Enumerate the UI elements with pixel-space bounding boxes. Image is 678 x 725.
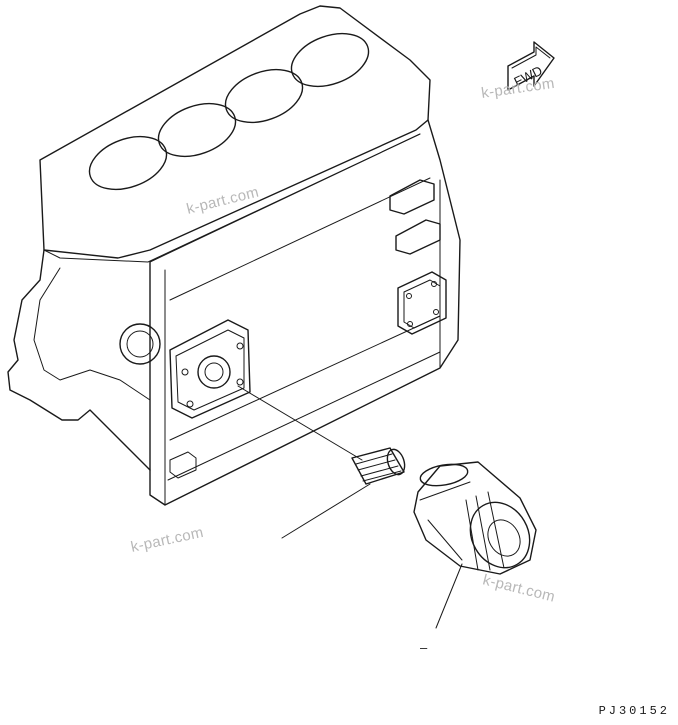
side-cover-plate	[397, 271, 447, 335]
engine-block	[7, 5, 461, 506]
cylinder-bore-3	[224, 68, 304, 124]
callout-label-filter: –	[420, 640, 428, 655]
watermark: k-part.com	[185, 184, 261, 218]
watermark: k-part.com	[129, 524, 205, 556]
cylinder-bore-2	[157, 102, 237, 158]
threaded-connector	[351, 447, 406, 485]
drawing-code: PJ30152	[598, 704, 670, 718]
assembly-leader-line	[237, 385, 363, 461]
watermark: k-part.com	[481, 571, 557, 605]
filter-mount-pad	[169, 319, 251, 419]
front-seal-boss	[119, 323, 161, 365]
cylinder-bore-1	[88, 135, 168, 191]
cylinder-bore-4	[290, 32, 370, 88]
oil-filter-cartridge	[413, 461, 537, 575]
watermark: k-part.com	[480, 75, 556, 102]
callout-leader-connector	[281, 483, 371, 539]
callout-leader-filter	[435, 563, 463, 629]
